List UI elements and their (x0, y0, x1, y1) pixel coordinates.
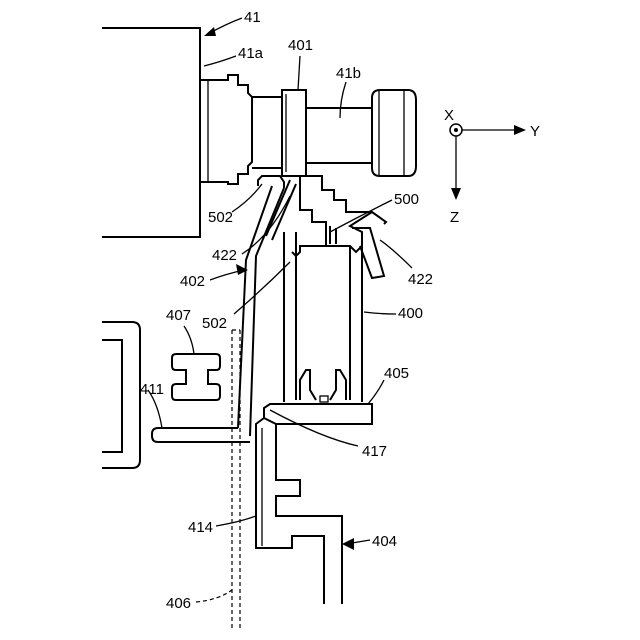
label-411: 411 (140, 381, 164, 398)
label-406: 406 (166, 595, 191, 612)
label-402: 402 (180, 273, 205, 290)
label-41b: 41b (336, 65, 361, 82)
coordinate-axes: X Y Z (444, 107, 540, 226)
part-411-tab (152, 428, 250, 442)
part-407-clip (172, 354, 220, 400)
label-401: 401 (288, 37, 313, 54)
label-41: 41 (244, 9, 261, 26)
y-arrow-icon (514, 125, 526, 135)
axis-x-label: X (444, 107, 454, 124)
part-406-dashed-rail (232, 330, 240, 630)
part-401-collar (282, 90, 306, 176)
label-414: 414 (188, 519, 213, 536)
label-417: 417 (362, 443, 387, 460)
label-407: 407 (166, 307, 191, 324)
label-400: 400 (398, 305, 423, 322)
part-402-guide-arm (238, 176, 296, 436)
axis-y-label: Y (530, 123, 540, 140)
label-41a: 41a (238, 45, 264, 62)
part-405-base (264, 404, 372, 424)
label-502-lower: 502 (202, 315, 227, 332)
label-500: 500 (394, 191, 419, 208)
z-arrow-icon (451, 188, 461, 200)
part-41-housing (102, 28, 200, 237)
part-400-post (284, 232, 362, 402)
label-502-upper: 502 (208, 209, 233, 226)
part-404-frame (256, 418, 342, 604)
axis-z-label: Z (450, 209, 459, 226)
label-422-right: 422 (408, 271, 433, 288)
left-bracket (102, 322, 140, 468)
label-404: 404 (372, 533, 397, 550)
part-41b-shaft-assembly (200, 75, 416, 184)
label-405: 405 (384, 365, 409, 382)
label-422-left: 422 (212, 247, 237, 264)
